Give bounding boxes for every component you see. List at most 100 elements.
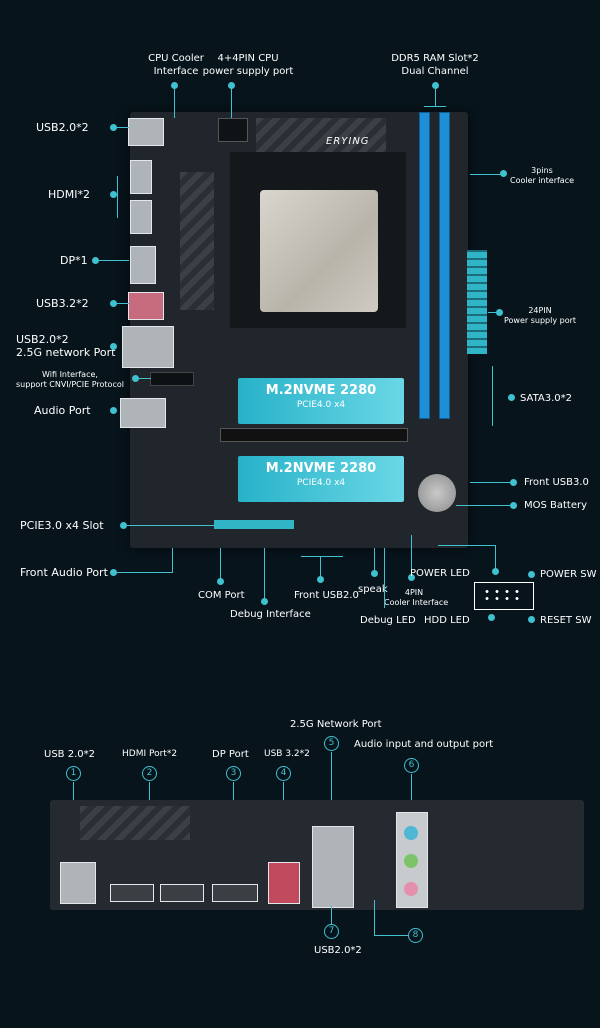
rear-hdmi-port-2 [160,884,204,902]
label-atx24: 24PIN Power supply port [503,306,577,325]
vrm-heatsink-top [256,118,386,152]
dot-front-usb3 [510,479,517,486]
rear-num-2: 2 [142,766,157,781]
label-wifi: Wifi Interface, support CNVI/PCIE Protoc… [16,370,124,389]
label-mos: MOS Battery [524,500,588,511]
line-speak [374,548,375,572]
dot-wifi [132,375,139,382]
io-usb32 [128,292,164,320]
label-dp: DP*1 [60,254,88,267]
dot-front-audio [110,569,117,576]
rear-label-dp: DP Port [212,749,249,760]
io-dp [130,246,156,284]
line-ddr5-branch [424,106,446,107]
label-ddr5: DDR5 RAM Slot*2 Dual Channel [391,53,479,77]
audio-jack-blue [404,826,418,840]
line-usb32 [117,303,129,304]
m2-bottom-title: M.2NVME 2280 [265,461,377,476]
label-usb20-top: USB2.0*2 [36,121,89,134]
rear-line-8-v [374,900,375,936]
rear-label-hdmi: HDMI Port*2 [122,749,178,759]
atx-24pin-connector [467,250,487,354]
line-usb20-top [117,127,129,128]
audio-jack-green [404,854,418,868]
rear-line-8 [374,935,408,936]
label-com: COM Port [198,590,245,601]
dot-hdmi [110,191,117,198]
line-cpu-power [231,86,232,118]
dot-pcie3 [120,522,127,529]
label-power-led: POWER LED [410,568,470,579]
label-front-usb2: Front USB2.0 [294,590,359,601]
label-pcie3: PCIE3.0 x4 Slot [20,519,104,532]
ram-slot-2 [439,112,450,419]
dot-reset-sw [528,616,535,623]
line-sata [492,366,493,426]
label-cpu-cooler: CPU Cooler Interface [148,53,204,77]
dot-cpu-power [228,82,235,89]
rear-line-5 [331,752,332,824]
label-sata: SATA3.0*2 [520,393,573,404]
dot-cooler4 [408,574,415,581]
rear-line-7 [331,906,332,924]
rear-num-7: 7 [324,924,339,939]
line-wifi [139,378,151,379]
brand-logo: ERYING [326,136,370,147]
line-debug-if [264,548,265,600]
dot-atx24 [496,309,503,316]
dot-cooler3 [500,170,507,177]
io-lan [122,326,174,368]
rear-usb32-port [268,862,300,904]
front-panel-pins [482,588,524,602]
dot-mos [510,502,517,509]
m2-slot-top: M.2NVME 2280 PCIE4.0 x4 [238,378,404,424]
cpu [260,190,378,312]
label-debug-if: Debug Interface [230,609,311,620]
line-front-usb2-h [301,556,343,557]
label-power-sw: POWER SW [540,569,597,580]
line-cpu-cooler [174,86,175,118]
pcie3-x4-slot [214,520,294,529]
dot-usb20-top [110,124,117,131]
label-cooler3: 3pins Cooler interface [509,166,575,185]
rear-hdmi-port-1 [110,884,154,902]
m2-top-sub: PCIE4.0 x4 [296,400,346,410]
rear-label-lan: 2.5G Network Port [290,719,382,730]
label-hdmi: HDMI*2 [48,188,90,201]
rear-lan-port [312,826,354,908]
dot-audio [110,407,117,414]
line-dp [99,260,129,261]
label-front-usb3: Front USB3.0 [524,477,589,488]
m2-slot-bottom: M.2NVME 2280 PCIE4.0 x4 [238,456,404,502]
dot-cpu-cooler [171,82,178,89]
dot-power-sw [528,571,535,578]
label-reset-sw: RESET SW [540,615,592,626]
io-audio [120,398,166,428]
line-mos [456,505,510,506]
line-com [220,548,221,580]
io-usb20 [128,118,164,146]
label-front-audio: Front Audio Port [20,566,108,579]
rear-label-audio: Audio input and output port [354,739,494,750]
line-cooler4 [411,535,412,575]
cmos-battery [418,474,456,512]
dot-debug-if [261,598,268,605]
line-ddr5 [435,86,436,106]
dot-speak [371,570,378,577]
rear-line-6 [411,774,412,814]
io-hdmi-1 [130,160,152,194]
rear-label-usb20: USB 2.0*2 [44,749,95,760]
label-cpu-power: 4+4PIN CPU power supply port [202,53,294,77]
dot-hdd-led [488,614,495,621]
line-pcie3 [127,525,215,526]
vrm-heatsink-left [180,172,214,310]
dot-ddr5 [432,82,439,89]
m2-top-title: M.2NVME 2280 [265,383,377,398]
front-panel-header [474,582,534,610]
dot-dp [92,257,99,264]
rear-heatsink [80,806,190,840]
cpu-power-connector [218,118,248,142]
dot-power-led [492,568,499,575]
label-usb32: USB3.2*2 [36,297,89,310]
rear-num-1: 1 [66,766,81,781]
